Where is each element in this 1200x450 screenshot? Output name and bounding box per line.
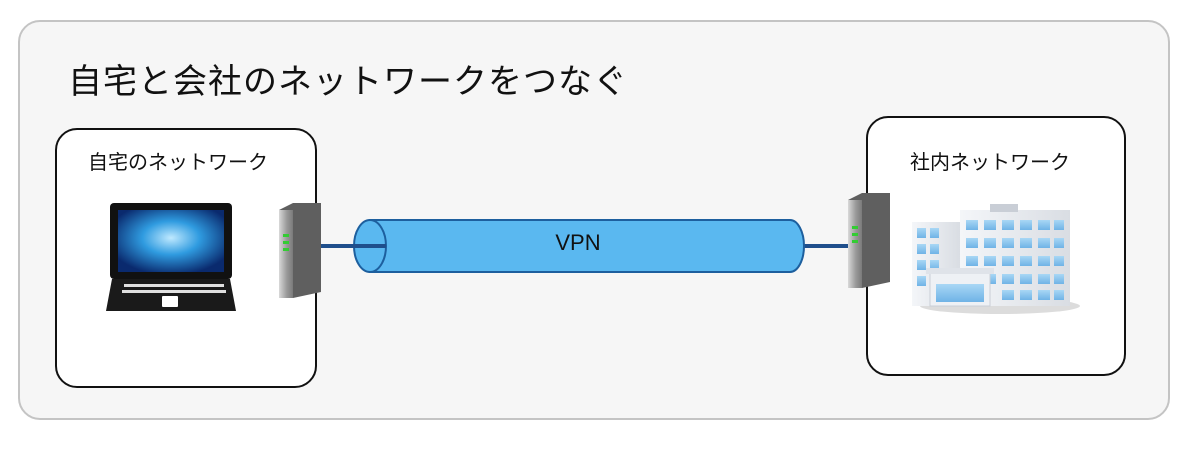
vpn-label: VPN xyxy=(555,230,601,255)
vpn-tunnel xyxy=(350,219,805,273)
laptop-icon xyxy=(106,203,236,311)
router-icon-right xyxy=(848,193,890,288)
home-network-label: 自宅のネットワーク xyxy=(88,150,268,174)
router-icon-left xyxy=(279,203,321,298)
office-network-label: 社内ネットワーク xyxy=(910,150,1070,174)
office-building-icon xyxy=(912,204,1080,314)
diagram-title: 自宅と会社のネットワークをつなぐ xyxy=(68,62,628,102)
